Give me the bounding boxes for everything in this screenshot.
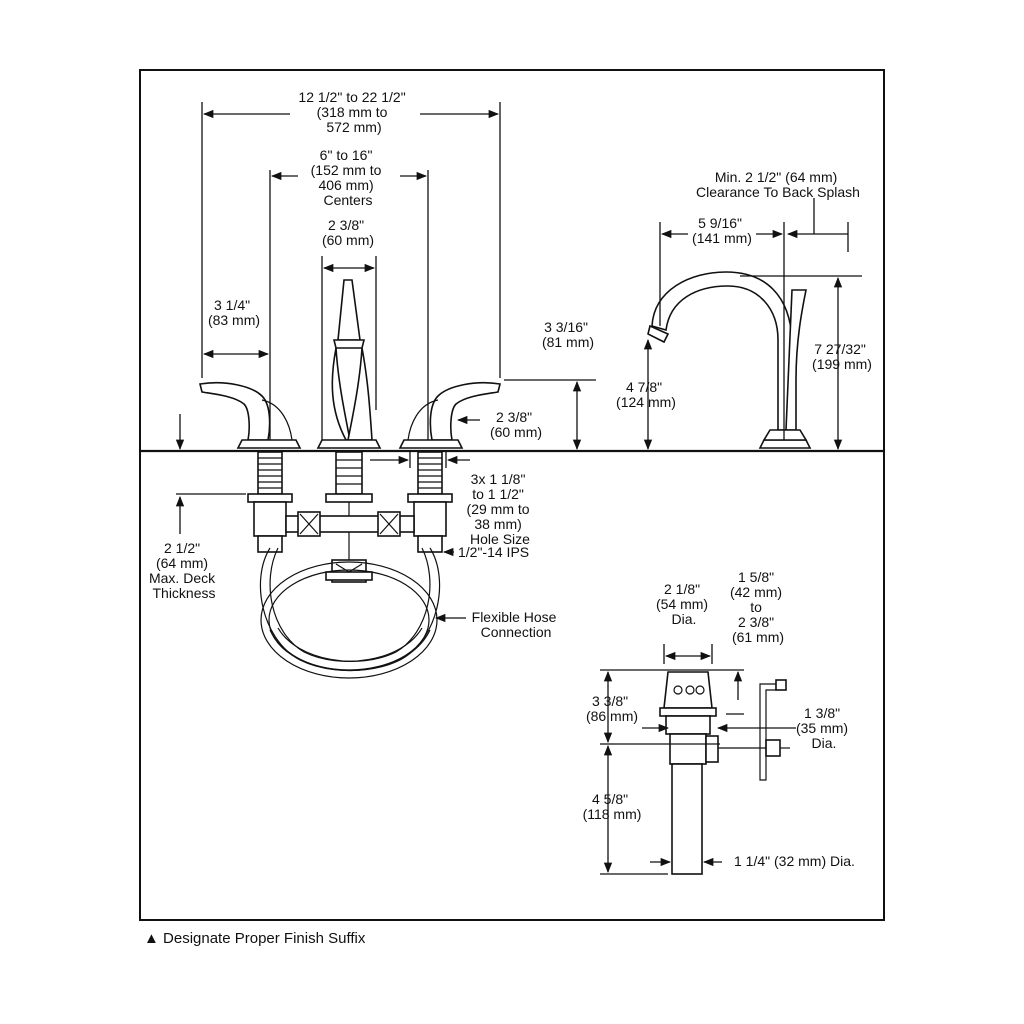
- dim-overall-spread-lines: [201, 102, 501, 378]
- tee-connector: [285, 511, 415, 583]
- spout-total-height-label: 7 27/32" (199 mm): [812, 341, 872, 372]
- faucet-front-view: [199, 279, 501, 679]
- handle-height-label: 3 3/16" (81 mm): [542, 319, 594, 350]
- finish-suffix-footnote: ▲ Designate Proper Finish Suffix: [144, 930, 366, 947]
- spout-base-label: 2 3/8" (60 mm): [322, 217, 374, 248]
- drain-upper-height-label: 3 3/8" (86 mm): [586, 693, 638, 724]
- dim-spout-reach-lines: [659, 198, 849, 440]
- dim-drain-lines: [600, 644, 796, 875]
- hose-label: Flexible Hose Connection: [472, 609, 561, 640]
- drain-lower-height-label: 4 5/8" (118 mm): [583, 791, 642, 822]
- dim-centers-lines: [269, 170, 429, 440]
- ips-label: 1/2"-14 IPS: [458, 544, 529, 560]
- overall-spread-label: 12 1/2" to 22 1/2" (318 mm to 572 mm): [298, 89, 409, 135]
- centers-label: 6" to 16" (152 mm to 406 mm) Centers: [311, 147, 386, 208]
- dim-deck-thickness-lines: [175, 493, 246, 534]
- spout-outlet-height-label: 4 7/8" (124 mm): [616, 379, 676, 410]
- spout-side-view: [647, 271, 812, 449]
- dim-handle-height-lines: [504, 379, 596, 451]
- left-handle: [199, 381, 302, 449]
- drain-rod-range-label: 1 5/8" (42 mm) to 2 3/8" (61 mm): [730, 569, 786, 645]
- dim-spout-height-lines: [643, 275, 862, 451]
- handle-reach-label: 3 1/4" (83 mm): [208, 297, 260, 328]
- left-shank: [247, 451, 293, 553]
- flexible-hose: [259, 547, 441, 679]
- dim-spout-base-lines: [321, 256, 377, 440]
- dim-hole-size-lines: [370, 450, 470, 468]
- handle-base-height-label: 2 3/8" (60 mm): [490, 409, 542, 440]
- right-handle: [398, 381, 501, 449]
- spout-reach-label: 5 9/16" (141 mm): [692, 215, 752, 246]
- hole-size-label: 3x 1 1/8" to 1 1/2" (29 mm to 38 mm) Hol…: [467, 471, 534, 547]
- center-spout: [316, 279, 382, 449]
- drawing-frame: [139, 69, 885, 921]
- tailpiece-dia-label: 1 1/4" (32 mm) Dia.: [734, 853, 855, 869]
- drain-flange-dia-label: 2 1/8" (54 mm) Dia.: [656, 581, 712, 627]
- deck-thickness-label: 2 1/2" (64 mm) Max. Deck Thickness: [149, 540, 219, 601]
- drain-assembly: [659, 671, 790, 875]
- backsplash-label: Min. 2 1/2" (64 mm) Clearance To Back Sp…: [696, 169, 860, 200]
- center-shank: [325, 451, 373, 560]
- drain-body-dia-label: 1 3/8" (35 mm) Dia.: [796, 705, 852, 751]
